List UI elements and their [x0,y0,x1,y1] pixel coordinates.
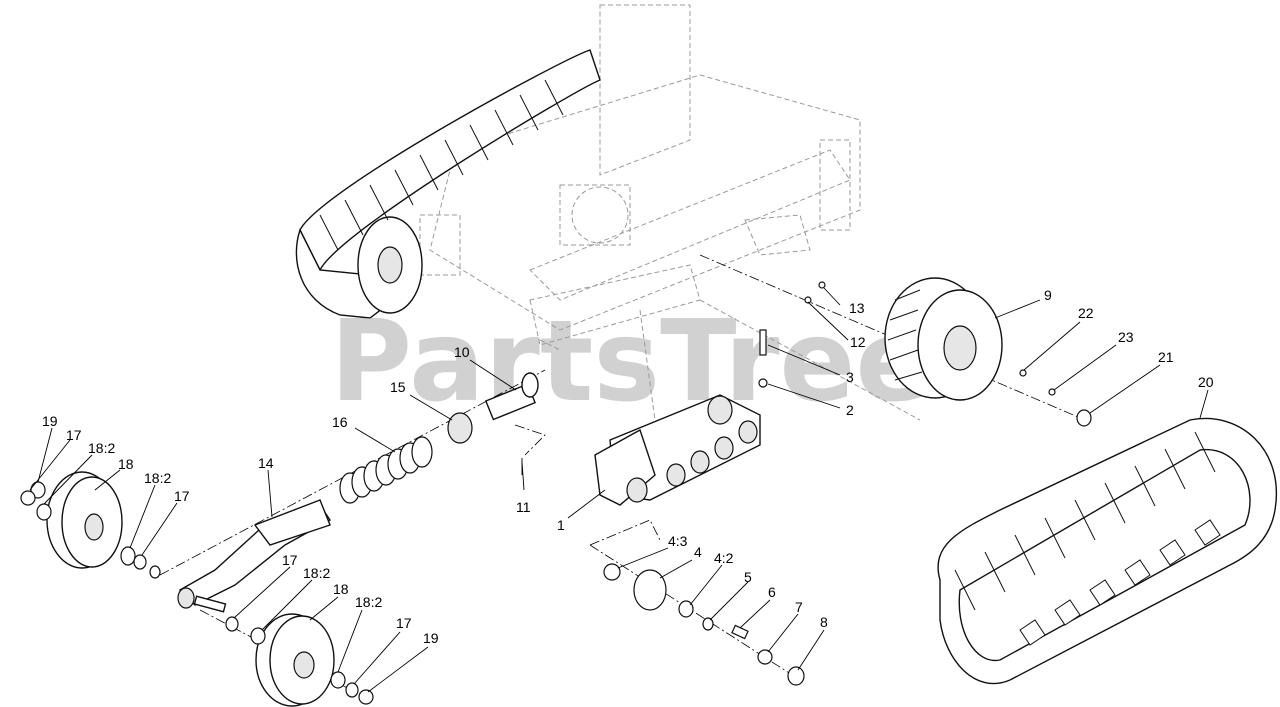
leader-lines [29,287,1209,693]
callout-17: 17 [396,615,412,631]
callout-18-2: 18:2 [303,565,330,581]
callout-4-2: 4:2 [714,550,734,566]
drive-sprocket [884,277,1003,401]
callout-21: 21 [1158,349,1174,365]
callout-19: 19 [42,413,58,429]
rear-track-ghost [295,49,601,319]
callout-11: 11 [516,499,531,515]
hardware [20,281,1092,705]
rubber-track [937,417,1278,685]
idler-wheel-lower [255,613,335,707]
callout-13: 13 [849,300,865,316]
callout-10: 10 [454,344,470,360]
callout-22: 22 [1078,305,1094,321]
idler-wheel-upper [46,471,123,569]
callout-4-3: 4:3 [668,533,688,549]
callout-16: 16 [332,414,348,430]
watermark: PartsTree [330,297,931,427]
callout-20: 20 [1198,374,1214,390]
callout-5: 5 [744,569,752,585]
callout-8: 8 [820,614,828,630]
callout-2: 2 [846,402,854,418]
callout-18: 18 [333,581,349,597]
callout-17: 17 [174,488,190,504]
callout-4: 4 [694,544,702,560]
callout-3: 3 [846,369,854,385]
callout-23: 23 [1118,329,1134,345]
callout-labels: 19 17 18:2 18 18:2 17 14 16 15 10 11 1 1… [42,287,1214,646]
callout-18-2: 18:2 [88,440,115,456]
callout-18-2: 18:2 [355,594,382,610]
callout-18: 18 [118,456,134,472]
tension-assembly [339,372,539,504]
track-frame [594,394,761,506]
callout-1: 1 [557,517,565,533]
callout-17: 17 [282,552,298,568]
ghost-chassis [419,4,921,421]
callout-15: 15 [390,379,406,395]
callout-7: 7 [795,599,803,615]
callout-19: 19 [423,630,439,646]
callout-18-2: 18:2 [144,470,171,486]
callout-9: 9 [1044,287,1052,303]
callout-17: 17 [66,427,82,443]
callout-6: 6 [768,584,776,600]
callout-14: 14 [258,455,274,471]
idler-arm [177,499,332,613]
callout-12: 12 [850,334,866,350]
